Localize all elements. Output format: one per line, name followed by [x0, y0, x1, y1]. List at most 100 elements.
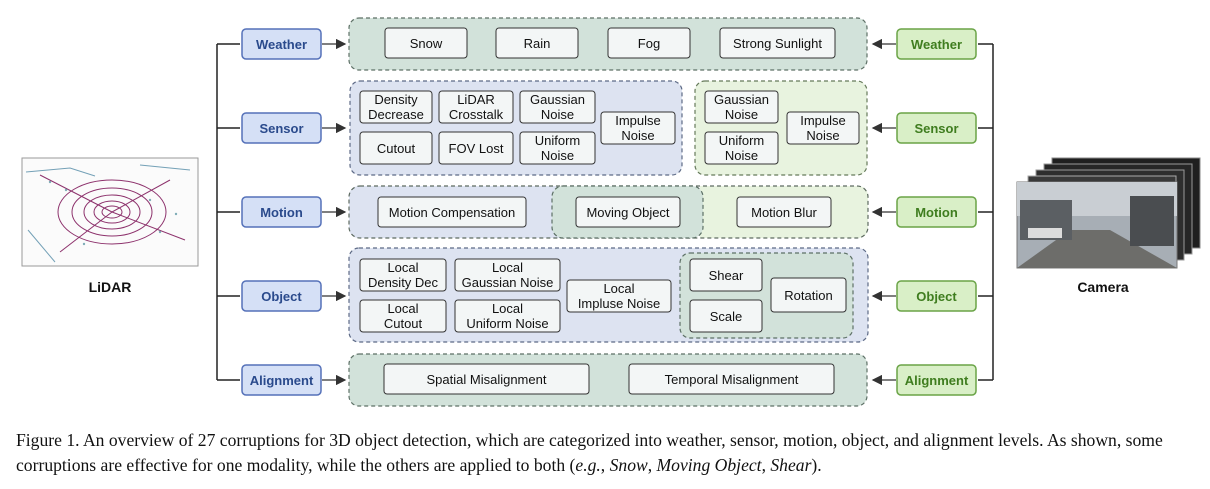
- camera-weather-label: Weather: [911, 37, 962, 52]
- lidar-bracket: [216, 43, 240, 381]
- corruption-scale: [689, 299, 763, 333]
- figure-caption: Figure 1. An overview of 27 corruptions …: [16, 428, 1196, 478]
- corruption-local-cutout: [359, 299, 447, 333]
- corruption-uniform-noise-camera: [704, 131, 779, 165]
- caption-sep-1: ,: [600, 455, 610, 475]
- camera-weather-box: [896, 28, 977, 60]
- lidar-alignment-box: [241, 364, 322, 396]
- lidar-motion-box: [241, 196, 322, 228]
- camera-label: Camera: [1077, 279, 1129, 295]
- corruption-local-uniform-noise: [454, 299, 561, 333]
- corruption-lidar-crosstalk-line2: Crosstalk: [449, 107, 504, 122]
- corruption-fov-lost-label: FOV Lost: [449, 141, 504, 156]
- camera-alignment-label: Alignment: [905, 373, 969, 388]
- caption-example-shear: Shear: [770, 455, 812, 475]
- lidar-sensor-label: Sensor: [259, 121, 303, 136]
- lidar-object-label: Object: [261, 289, 302, 304]
- camera-motion-label: Motion: [915, 205, 958, 220]
- lidar-motion-label: Motion: [260, 205, 303, 220]
- corruption-cutout-label: Cutout: [377, 141, 416, 156]
- corruption-strong-sunlight-label: Strong Sunlight: [733, 36, 822, 51]
- corruption-density-decrease-line2: Decrease: [368, 107, 424, 122]
- corruption-impulse-noise-lidar-line1: Impulse: [615, 113, 661, 128]
- sensor-row: Density Decrease LiDAR Crosstalk Gaussia…: [349, 80, 868, 176]
- corruption-snow-label: Snow: [410, 36, 443, 51]
- camera-motion-box: [896, 196, 977, 228]
- corruption-fov-lost: [438, 131, 514, 165]
- corruption-lidar-crosstalk: [438, 90, 514, 124]
- corruption-local-cutout-line1: Local: [387, 301, 418, 316]
- corruption-temporal-misalignment: [628, 363, 835, 395]
- lidar-label: LiDAR: [89, 279, 132, 295]
- caption-example-snow: Snow: [609, 455, 648, 475]
- corruption-local-gaussian-noise: [454, 258, 561, 292]
- corruption-lidar-crosstalk-line1: LiDAR: [457, 92, 495, 107]
- corruption-cutout: [359, 131, 433, 165]
- corruption-local-uniform-noise-line1: Local: [492, 301, 523, 316]
- caption-text: Figure 1. An overview of 27 corruptions …: [16, 430, 1163, 475]
- camera-object-label: Object: [916, 289, 957, 304]
- camera-categories: Weather Sensor Motion Object Alignment: [896, 28, 977, 396]
- corruption-uniform-noise-camera-line1: Uniform: [719, 133, 765, 148]
- lidar-object-box: [241, 280, 322, 312]
- corruption-local-impluse-noise-line1: Local: [603, 281, 634, 296]
- caption-eg: e.g.: [575, 455, 601, 475]
- corruption-gaussian-noise-camera: [704, 90, 779, 124]
- corruption-density-decrease-line1: Density: [374, 92, 418, 107]
- camera-bracket: [978, 43, 994, 381]
- corruption-rotation-label: Rotation: [784, 288, 832, 303]
- corruption-impulse-noise-camera-line2: Noise: [806, 128, 839, 143]
- camera-sensor-label: Sensor: [914, 121, 958, 136]
- corruption-impulse-noise-camera-line1: Impulse: [800, 113, 846, 128]
- corruption-motion-blur-label: Motion Blur: [751, 205, 817, 220]
- corruption-local-impluse-noise: [566, 279, 672, 313]
- corruption-snow: [384, 27, 468, 59]
- corruption-local-cutout-line2: Cutout: [384, 316, 423, 331]
- caption-suffix: ).: [811, 455, 822, 475]
- corruption-moving-object: [575, 196, 681, 228]
- lidar-alignment-label: Alignment: [250, 373, 314, 388]
- corruption-motion-compensation: [377, 196, 527, 228]
- corruption-local-density-dec-line1: Local: [387, 260, 418, 275]
- corruption-local-density-dec-line2: Density Dec: [368, 275, 439, 290]
- corruption-motion-compensation-label: Motion Compensation: [389, 205, 515, 220]
- corruption-spatial-misalignment: [383, 363, 590, 395]
- corruption-gaussian-noise-lidar: [519, 90, 596, 124]
- corruption-shear-label: Shear: [709, 268, 744, 283]
- sensor-lidar-group: [349, 80, 683, 176]
- lidar-categories: Weather Sensor Motion Object Alignment: [241, 28, 322, 396]
- corruption-motion-blur: [736, 196, 832, 228]
- camera-image-stack: [1016, 157, 1201, 269]
- corruption-overview-diagram: LiDAR Camera Weather Sensor: [21, 17, 1201, 407]
- weather-row: Snow Rain Fog Strong Sunlight: [348, 17, 868, 71]
- lidar-point-cloud-image: [21, 157, 199, 267]
- corruption-density-decrease: [359, 90, 433, 124]
- corruption-gaussian-noise-camera-line2: Noise: [725, 107, 758, 122]
- corruption-uniform-noise-camera-line2: Noise: [725, 148, 758, 163]
- lidar-weather-box: [241, 28, 322, 60]
- corruption-uniform-noise-lidar: [519, 131, 596, 165]
- corruption-gaussian-noise-lidar-line1: Gaussian: [530, 92, 585, 107]
- corruption-rotation: [770, 277, 847, 313]
- corruption-strong-sunlight: [719, 27, 836, 59]
- corruption-impulse-noise-lidar: [600, 111, 676, 145]
- lidar-sensor-box: [241, 112, 322, 144]
- corruption-local-impluse-noise-line2: Impluse Noise: [578, 296, 660, 311]
- corruption-rain-label: Rain: [524, 36, 551, 51]
- connector-arrows: [322, 38, 896, 386]
- corruption-spatial-misalignment-label: Spatial Misalignment: [427, 372, 547, 387]
- motion-row: Motion Compensation Moving Object Motion…: [348, 185, 869, 239]
- corruption-local-gaussian-noise-line2: Gaussian Noise: [462, 275, 554, 290]
- corruption-local-density-dec: [359, 258, 447, 292]
- corruption-fog: [607, 27, 691, 59]
- corruption-gaussian-noise-camera-line1: Gaussian: [714, 92, 769, 107]
- corruption-moving-object-label: Moving Object: [586, 205, 669, 220]
- corruption-fog-label: Fog: [638, 36, 660, 51]
- corruption-uniform-noise-lidar-line1: Uniform: [535, 133, 581, 148]
- camera-alignment-box: [896, 364, 977, 396]
- camera-object-box: [896, 280, 977, 312]
- corruption-impulse-noise-camera: [786, 111, 860, 145]
- caption-sep-2: ,: [647, 455, 657, 475]
- object-row: Local Density Dec Local Gaussian Noise L…: [348, 247, 869, 343]
- corruption-temporal-misalignment-label: Temporal Misalignment: [665, 372, 799, 387]
